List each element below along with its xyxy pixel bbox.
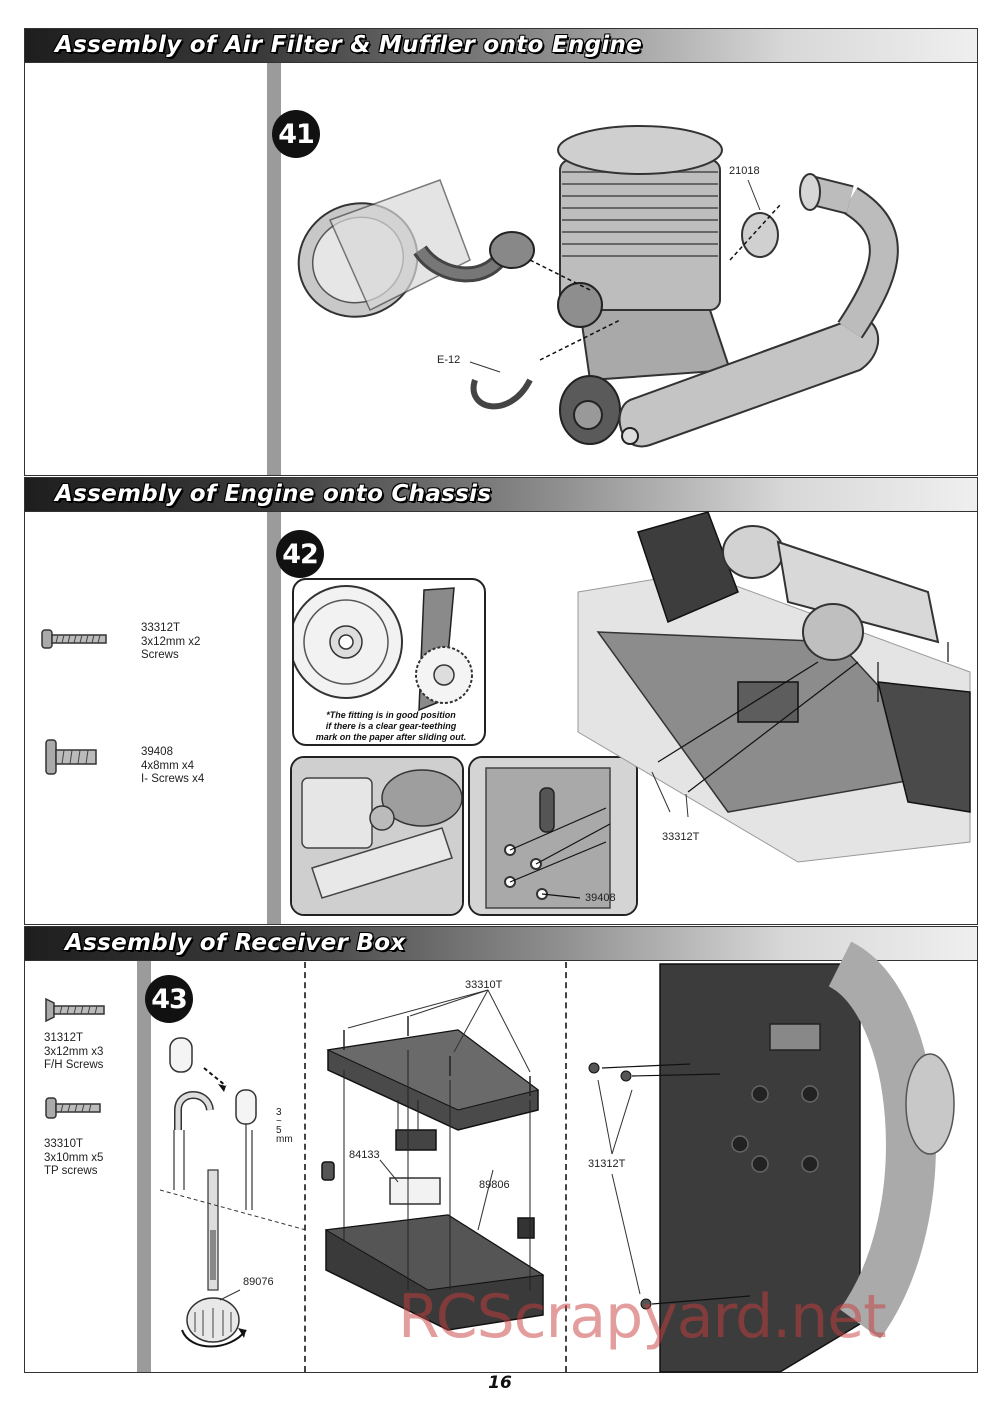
section-header: Assembly of Engine onto Chassis [25, 478, 977, 512]
callout-84133: 84133 [349, 1149, 380, 1161]
step-badge-43: 43 [145, 975, 193, 1023]
watermark: RCScrapyard.net [398, 1282, 887, 1352]
part-label-33312t: 33312T 3x12mm x2 Screws [141, 622, 201, 661]
screw-39408-icon [45, 739, 97, 775]
gear-mesh-inset: *The fitting is in good position if ther… [292, 578, 486, 746]
dimension-label: 3 ~ 5 mm [276, 1107, 293, 1145]
callout-39408: 39408 [585, 892, 616, 904]
screw-31312t-icon [45, 997, 105, 1023]
callout-33310t: 33310T [465, 979, 503, 991]
page-number: 16 [488, 1373, 512, 1393]
step-badge-42: 42 [276, 530, 324, 578]
step-badge-41: 41 [272, 110, 320, 158]
engine-closeup-icon [292, 758, 462, 914]
part-label-31312t: 31312T 3x12mm x3 F/H Screws [44, 1032, 104, 1071]
divider-bar [137, 961, 151, 1372]
screw-33310t-icon [45, 1097, 101, 1119]
section-title: Assembly of Engine onto Chassis [55, 481, 492, 507]
divider-bar [267, 512, 281, 924]
screw-33312t-icon [41, 629, 107, 649]
gear-mesh-icon [294, 585, 473, 712]
dashed-divider [565, 962, 567, 1372]
chassis-plate-inset: 39408 [468, 756, 638, 916]
chassis-plate-icon [470, 758, 636, 914]
gasket-hose-icon [470, 378, 533, 410]
callout-31312t: 31312T [588, 1158, 626, 1170]
chassis-overview-illustration [577, 511, 971, 863]
dashed-divider [304, 962, 306, 1372]
muffler-icon [618, 173, 899, 448]
callout-89806: 89806 [479, 1179, 510, 1191]
divider-bar [267, 63, 281, 475]
section-header: Assembly of Air Filter & Muffler onto En… [25, 29, 977, 63]
air-filter-icon [297, 179, 535, 318]
section-header: Assembly of Receiver Box [25, 927, 977, 961]
part-label-33310t: 33310T 3x10mm x5 TP screws [44, 1138, 104, 1177]
callout-e12: E-12 [437, 354, 461, 366]
engine-muffler-illustration [297, 125, 899, 448]
engine-closeup-inset [290, 756, 464, 916]
section-air-filter: Assembly of Air Filter & Muffler onto En… [24, 28, 978, 476]
section-title: Assembly of Air Filter & Muffler onto En… [55, 32, 643, 58]
antenna-tube-illustration [159, 1037, 307, 1348]
gear-mesh-note: *The fitting is in good position if ther… [315, 710, 467, 742]
section-title: Assembly of Receiver Box [65, 930, 406, 956]
engine-icon [557, 125, 732, 445]
receiver-box-illustration [321, 989, 545, 1331]
callout-21018: 21018 [729, 165, 760, 177]
part-label-39408: 39408 4x8mm x4 I- Screws x4 [141, 746, 205, 785]
chassis-underside-illustration [588, 941, 955, 1373]
callout-33312t: 33312T [662, 831, 700, 843]
callout-89076: 89076 [243, 1276, 274, 1288]
